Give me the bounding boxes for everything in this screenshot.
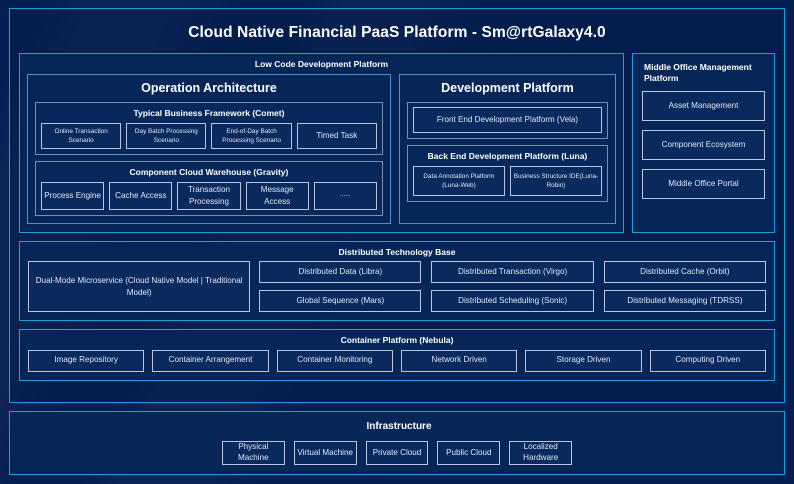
low-code-heading: Low Code Development Platform [254,59,389,69]
chip-more-ellipsis[interactable]: ...... [313,181,377,210]
infrastructure-panel: Infrastructure Physical Machine Virtual … [9,411,785,475]
chip-distributed-cache[interactable]: Distributed Cache (Orbit) [603,261,766,284]
infrastructure-label: Infrastructure [366,421,432,432]
chip-cache-access[interactable]: Cache Access [109,181,173,210]
back-end-items: Data Annotation Platform (Luna-Web) Busi… [412,165,602,196]
chip-container-monitoring[interactable]: Container Monitoring [276,349,393,372]
typical-business-framework-heading: Typical Business Framework (Comet) [133,108,285,119]
upper-region: Low Code Development Platform Operation … [19,53,775,233]
chip-computing-driven[interactable]: Computing Driven [649,349,766,372]
platform-frame: Cloud Native Financial PaaS Platform - S… [9,8,785,403]
development-platform-panel: Development Platform Front End Developme… [398,73,616,224]
container-platform-panel: Container Platform (Nebula) Image Reposi… [19,329,775,381]
chip-dual-mode-microservice[interactable]: Dual-Mode Microservice (Cloud Native Mod… [28,261,251,313]
middle-office-heading: Middle Office Management Platform [644,62,752,83]
distributed-technology-base-body: Dual-Mode Microservice (Cloud Native Mod… [28,261,766,313]
chip-image-repository[interactable]: Image Repository [28,349,145,372]
chip-data-annotation-platform[interactable]: Data Annotation Platform (Luna-Web) [412,165,505,196]
development-platform-heading: Development Platform [441,80,574,95]
chip-asset-management[interactable]: Asset Management [642,91,765,122]
chip-virtual-machine[interactable]: Virtual Machine [293,441,357,465]
chip-middle-office-portal[interactable]: Middle Office Portal [642,169,765,200]
distributed-technology-base-heading: Distributed Technology Base [338,246,456,257]
chip-online-transaction-scenario[interactable]: Online Transaction Scenario [41,122,122,149]
typical-business-framework-items: Online Transaction Scenario Day Batch Pr… [41,122,377,149]
chip-timed-task[interactable]: Timed Task [296,122,377,149]
chip-front-end-development-platform[interactable]: Front End Development Platform (Vela) [412,107,602,134]
chip-end-of-day-batch-processing-scenario[interactable]: End-of-Day Batch Processing Scenario [211,122,292,149]
front-end-development-platform-panel: Front End Development Platform (Vela) [406,102,608,140]
chip-process-engine[interactable]: Process Engine [41,181,105,210]
chip-private-cloud[interactable]: Private Cloud [365,441,429,465]
infrastructure-items: Physical Machine Virtual Machine Private… [221,441,573,465]
chip-business-structure-ide[interactable]: Business Structure IDE(Luna-Robin) [509,165,602,196]
operation-architecture-heading: Operation Architecture [141,80,277,95]
chip-distributed-messaging[interactable]: Distributed Messaging (TDRSS) [603,290,766,313]
chip-distributed-scheduling[interactable]: Distributed Scheduling (Sonic) [431,290,594,313]
back-end-development-platform-heading: Back End Development Platform (Luna) [427,151,588,162]
chip-network-driven[interactable]: Network Driven [400,349,518,372]
distributed-technology-base-panel: Distributed Technology Base Dual-Mode Mi… [19,240,775,322]
operation-architecture-panel: Operation Architecture Typical Business … [27,73,391,224]
chip-distributed-data[interactable]: Distributed Data (Libra) [259,261,422,284]
component-cloud-warehouse-heading: Component Cloud Warehouse (Gravity) [129,166,289,177]
chip-component-ecosystem[interactable]: Component Ecosystem [642,130,765,161]
chip-distributed-transaction[interactable]: Distributed Transaction (Virgo) [431,261,594,284]
chip-day-batch-processing-scenario[interactable]: Day Batch Processing Scenario [126,122,207,149]
chip-localized-hardware[interactable]: Localized Hardware [509,441,573,465]
chip-message-access[interactable]: Message Access [245,181,309,210]
distributed-technology-base-grid: Distributed Data (Libra) Distributed Tra… [259,261,766,313]
component-cloud-warehouse-panel: Component Cloud Warehouse (Gravity) Proc… [35,160,383,216]
container-platform-items: Image Repository Container Arrangement C… [28,349,766,372]
chip-public-cloud[interactable]: Public Cloud [437,441,501,465]
chip-global-sequence[interactable]: Global Sequence (Mars) [259,290,422,313]
middle-office-management-platform: Middle Office Management Platform Asset … [632,53,775,233]
low-code-columns: Operation Architecture Typical Business … [27,73,616,224]
container-platform-heading: Container Platform (Nebula) [340,335,454,346]
chip-container-arrangement[interactable]: Container Arrangement [152,349,269,372]
typical-business-framework-panel: Typical Business Framework (Comet) Onlin… [35,102,383,155]
chip-storage-driven[interactable]: Storage Driven [525,349,642,372]
platform-title: Cloud Native Financial PaaS Platform - S… [188,24,606,41]
component-cloud-warehouse-items: Process Engine Cache Access Transaction … [41,181,377,210]
chip-transaction-processing[interactable]: Transaction Processing [177,181,241,210]
chip-physical-machine[interactable]: Physical Machine [221,441,285,465]
back-end-development-platform-panel: Back End Development Platform (Luna) Dat… [406,145,608,202]
low-code-development-platform: Low Code Development Platform Operation … [19,53,624,233]
